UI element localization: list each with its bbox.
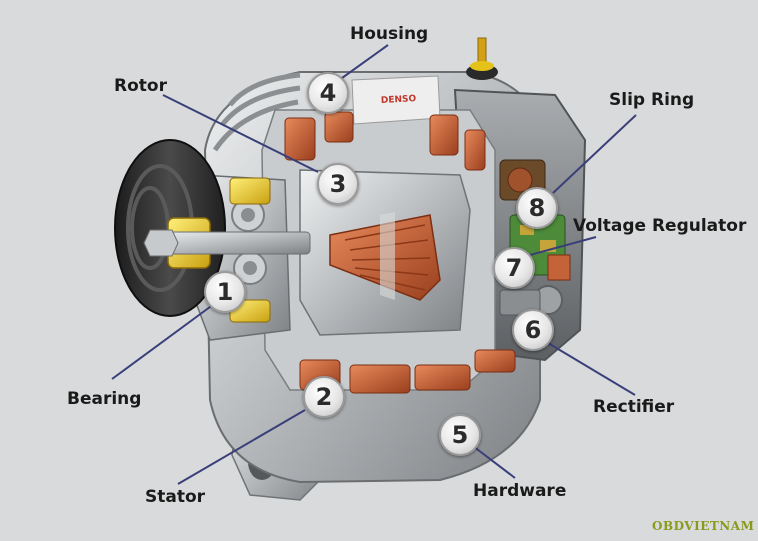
housing-stamp-plate: DENSO xyxy=(351,75,441,125)
badge-7-voltage-regulator: 7 xyxy=(493,247,535,289)
badge-6-rectifier: 6 xyxy=(512,309,554,351)
stator-windings-bottom xyxy=(299,349,516,394)
label-rectifier: Rectifier xyxy=(593,397,675,417)
leader-bearing xyxy=(111,303,215,380)
leader-housing xyxy=(341,44,389,79)
bearing-assembly xyxy=(231,198,267,285)
label-rotor: Rotor xyxy=(114,76,167,96)
badge-8-slip-ring: 8 xyxy=(516,187,558,229)
leader-hardware xyxy=(468,442,516,479)
badge-5-hardware: 5 xyxy=(439,414,481,456)
rotor-shaft xyxy=(143,229,311,257)
badge-1-bearing: 1 xyxy=(204,271,246,313)
leader-rectifier xyxy=(542,339,636,396)
terminal-post xyxy=(466,37,498,80)
housing-stamp-text: DENSO xyxy=(381,94,417,106)
stator-windings-top xyxy=(284,111,486,171)
leader-lines xyxy=(111,44,637,485)
badge-3-rotor: 3 xyxy=(317,163,359,205)
label-bearing: Bearing xyxy=(67,389,142,409)
label-voltage-regulator: Voltage Regulator xyxy=(573,216,747,236)
watermark: OBDVIETNAM xyxy=(652,519,755,533)
rectifier-assembly xyxy=(499,285,563,316)
badge-2-stator: 2 xyxy=(303,376,345,418)
leader-slip-ring xyxy=(552,114,637,194)
badge-4-housing: 4 xyxy=(307,72,349,114)
label-hardware: Hardware xyxy=(473,481,567,501)
label-stator: Stator xyxy=(145,487,206,507)
leader-voltage-regulator xyxy=(529,236,597,256)
label-slip-ring: Slip Ring xyxy=(609,90,695,110)
leader-stator xyxy=(177,409,306,485)
leader-rotor xyxy=(162,94,319,173)
label-housing: Housing xyxy=(350,24,429,44)
